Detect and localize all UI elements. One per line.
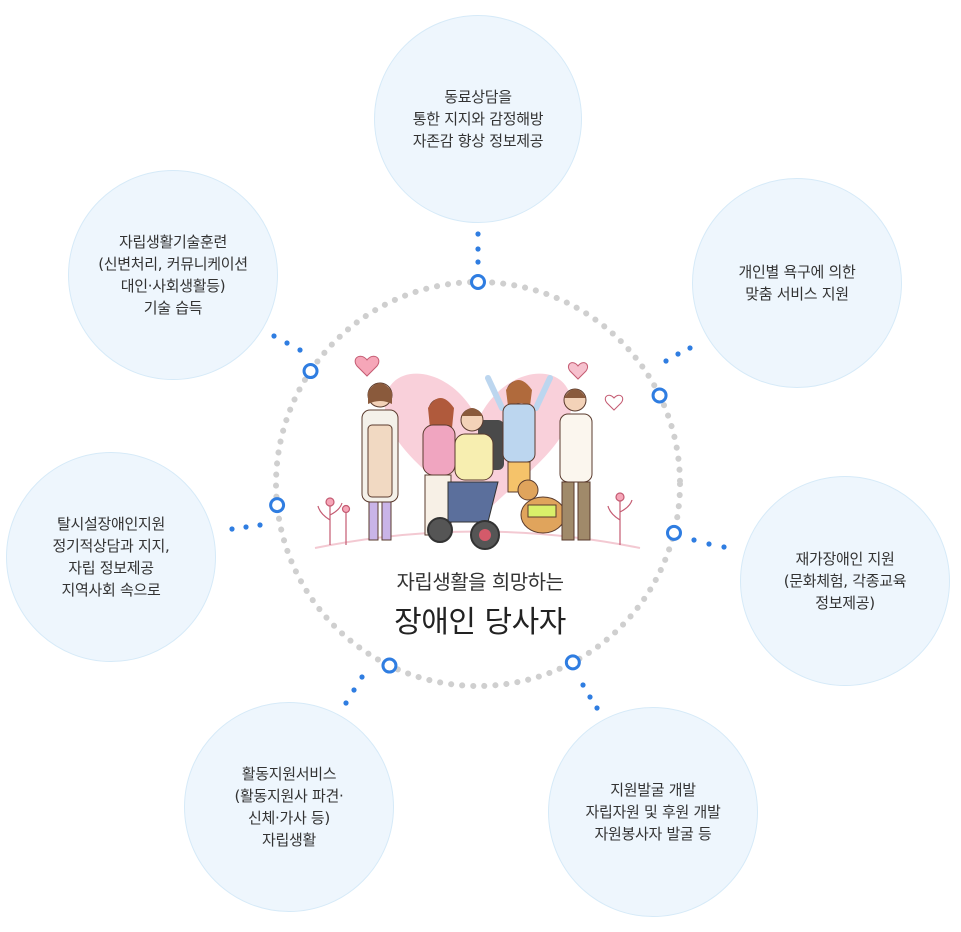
small-heart-icon	[604, 394, 624, 411]
connector-dot	[691, 537, 697, 543]
node-customized-service: 개인별 욕구에 의한 맞춤 서비스 지원	[692, 178, 902, 388]
person-standing-icon	[559, 388, 593, 541]
connector-dot	[284, 340, 290, 346]
node-deinstitutionalization-text: 탈시설장애인지원 정기적상담과 지지, 자립 정보제공 지역사회 속으로	[52, 515, 170, 599]
node-activity-support: 활동지원서비스 (활동지원사 파견· 신체·가사 등) 자립생활	[184, 702, 394, 912]
ring-anchor-node	[381, 657, 398, 674]
ring-anchor-node	[665, 524, 682, 541]
connector-dot	[243, 524, 249, 530]
connector-dot	[271, 333, 277, 339]
ring-anchor-node	[564, 654, 581, 671]
node-skills-training-text: 자립생활기술훈련 (신변처리, 커뮤니케이션 대인·사회생활등) 기술 습득	[98, 233, 248, 317]
ring-dotted-circle	[273, 279, 683, 689]
node-home-disabled-support: 재가장애인 지원 (문화체험, 각종교육 정보제공)	[740, 476, 950, 686]
connector-dot	[706, 541, 712, 547]
flower-right-icon	[607, 492, 633, 545]
node-customized-service-text: 개인별 욕구에 의한 맞춤 서비스 지원	[738, 263, 856, 303]
node-deinstitutionalization: 탈시설장애인지원 정기적상담과 지지, 자립 정보제공 지역사회 속으로	[6, 452, 216, 662]
ring-anchor-node	[651, 387, 668, 404]
connector-dot	[343, 700, 349, 706]
node-home-disabled-support-text: 재가장애인 지원 (문화체험, 각종교육 정보제공)	[783, 550, 907, 612]
people-illustration	[314, 355, 641, 550]
connector-dot	[359, 674, 365, 680]
small-heart-icon	[354, 355, 380, 377]
flower-left-icon	[317, 497, 351, 545]
connector-dot	[475, 231, 481, 237]
ring-anchor-node	[302, 363, 319, 380]
guide-dog-icon	[517, 479, 566, 534]
connector-dot	[229, 526, 235, 532]
person-apron-icon	[361, 382, 399, 541]
node-peer-counseling-text: 동료상담을 통한 지지와 감정해방 자존감 향상 정보제공	[412, 88, 544, 150]
person-cheering-icon	[485, 375, 553, 493]
person-wheelchair-icon	[427, 408, 504, 550]
connector-dot	[297, 347, 303, 353]
small-heart-icon	[567, 362, 589, 380]
connector-dot	[687, 345, 693, 351]
connector-dot	[475, 259, 481, 265]
ring-anchor-node	[269, 497, 286, 514]
connector-dot	[475, 246, 481, 252]
connector-dot	[351, 687, 357, 693]
connector-dot	[257, 522, 263, 528]
connector-dot	[587, 694, 593, 700]
connector-dot	[580, 682, 586, 688]
connector-dot	[594, 705, 600, 711]
node-skills-training: 자립생활기술훈련 (신변처리, 커뮤니케이션 대인·사회생활등) 기술 습득	[68, 170, 278, 380]
node-resource-development-text: 지원발굴 개발 자립자원 및 후원 개발 자원봉사자 발굴 등	[585, 781, 721, 843]
connector-dot	[663, 358, 669, 364]
node-activity-support-text: 활동지원서비스 (활동지원사 파견· 신체·가사 등) 자립생활	[234, 765, 344, 849]
node-peer-counseling: 동료상담을 통한 지지와 감정해방 자존감 향상 정보제공	[374, 15, 582, 223]
connector-dot	[675, 351, 681, 357]
ring-anchor-node	[470, 274, 486, 290]
node-resource-development: 지원발굴 개발 자립자원 및 후원 개발 자원봉사자 발굴 등	[548, 707, 758, 917]
connector-dot	[721, 544, 727, 550]
center-title: 장애인 당사자	[394, 605, 566, 640]
center-subtitle: 자립생활을 희망하는	[396, 570, 564, 594]
